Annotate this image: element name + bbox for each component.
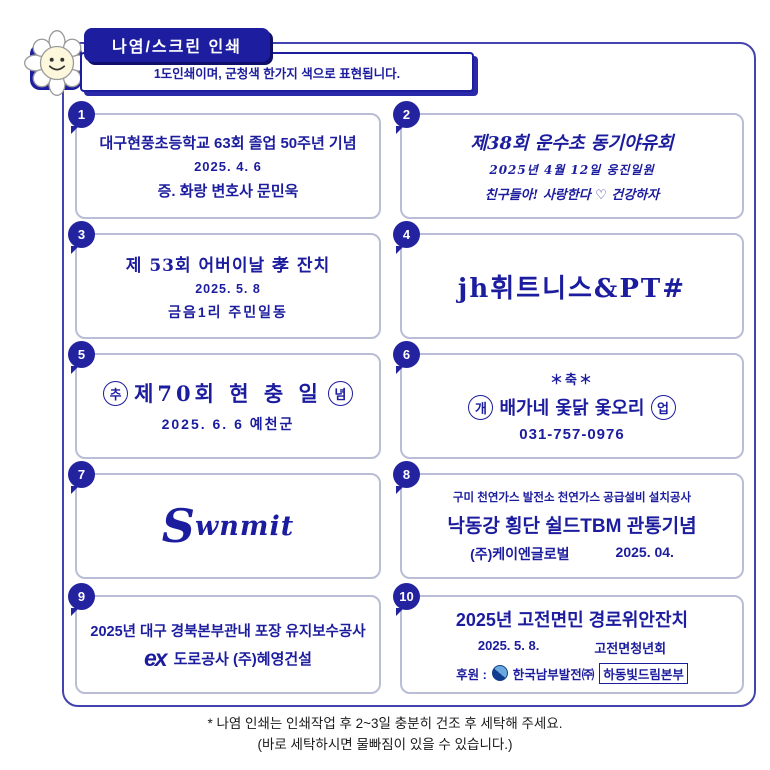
footer-line-2: (바로 세탁하시면 물빠짐이 있을 수 있습니다.) bbox=[257, 737, 513, 752]
sample-phone: 031-757-0976 bbox=[519, 426, 625, 443]
sample-line: 배가네 옻닭 옻오리 bbox=[499, 398, 645, 419]
sample-line: 2025. 4. 6 bbox=[194, 158, 262, 174]
sample-line: 2025. 04. bbox=[615, 543, 674, 560]
sample-line: 2025년 대구 경북본부관내 포장 유지보수공사 bbox=[90, 623, 366, 640]
sample-line: ＊축＊ bbox=[550, 372, 594, 387]
footer-note: * 나염 인쇄는 인쇄작업 후 2~3일 충분히 건조 후 세탁해 주세요. (… bbox=[0, 713, 770, 755]
sample-card-2: 2 제38회 운수초 동기야유회 2025년 4월 12일 웅진일원 친구들아!… bbox=[393, 101, 744, 219]
number-badge-10: 10 bbox=[393, 583, 420, 616]
sample-card-1: 1 대구현풍초등학교 63회 졸업 50주년 기념 2025. 4. 6 증. … bbox=[68, 101, 381, 219]
footer-line-1: * 나염 인쇄는 인쇄작업 후 2~3일 충분히 건조 후 세탁해 주세요. bbox=[207, 716, 563, 731]
sample-card-3: 3 제 53회 어버이날 孝 잔치 2025. 5. 8 금음1리 주민일동 bbox=[68, 221, 381, 339]
sample-org: 고전면청년회 bbox=[594, 640, 667, 656]
sample-line: jh휘트니스&PT# bbox=[457, 273, 687, 304]
sample-line: 금음1리 주민일동 bbox=[168, 303, 288, 320]
sample-line: 구미 천연가스 발전소 천연가스 공급설비 설치공사 bbox=[452, 491, 692, 504]
sample-card-6: 6 ＊축＊ 개 배가네 옻닭 옻오리 업 031-757-0976 bbox=[393, 341, 744, 459]
sample-card-8: 8 구미 천연가스 발전소 천연가스 공급설비 설치공사 낙동강 횡단 쉴드TB… bbox=[393, 461, 744, 579]
circled-char-end: 념 bbox=[327, 380, 353, 406]
sponsor-company: 한국남부발전㈜ bbox=[512, 667, 595, 682]
sample-card-9: 9 2025년 대구 경북본부관내 포장 유지보수공사 ex 도로공사 (주)혜… bbox=[68, 583, 381, 694]
sample-card-7: 7 S wnmit bbox=[68, 461, 381, 579]
sample-line: 제70회 현 충 일 bbox=[134, 381, 322, 406]
number-badge-9: 9 bbox=[68, 583, 95, 616]
sample-line: 2025년 4월 12일 웅진일원 bbox=[489, 163, 655, 177]
sponsor-dept: 하동빛드림본부 bbox=[599, 662, 688, 684]
number-badge-6: 6 bbox=[393, 341, 420, 374]
sample-line: 2025년 고전면민 경로위안잔치 bbox=[455, 609, 689, 630]
number-badge-2: 2 bbox=[393, 101, 420, 134]
sample-line: 2025. 5. 8 bbox=[195, 281, 261, 296]
number-badge-5: 5 bbox=[68, 341, 95, 374]
page-title: 나염/스크린 인쇄 bbox=[84, 28, 270, 62]
sample-line: 대구현풍초등학교 63회 졸업 50주년 기념 bbox=[99, 134, 357, 152]
sample-line: 증. 화랑 변호사 문민욱 bbox=[157, 182, 299, 200]
number-badge-7: 7 bbox=[68, 461, 95, 494]
sample-line: 제 53회 어버이날 孝 잔치 bbox=[125, 255, 331, 276]
logo-initial: S bbox=[161, 499, 196, 553]
knp-logo-icon bbox=[491, 665, 508, 681]
sample-line: (주)케이엔글로벌 bbox=[470, 545, 570, 562]
sample-card-10: 10 2025년 고전면민 경로위안잔치 2025. 5. 8. 고전면청년회 … bbox=[393, 583, 744, 694]
logo-text: wnmit bbox=[195, 510, 295, 542]
sample-line: 제38회 운수초 동기야유회 bbox=[470, 133, 674, 154]
sample-card-4: 4 jh휘트니스&PT# bbox=[393, 221, 744, 339]
sample-date: 2025. 5. 8. bbox=[477, 637, 540, 653]
sample-line: 도로공사 (주)혜영건설 bbox=[173, 650, 312, 668]
sample-card-5: 5 추 제70회 현 충 일 념 2025. 6. 6 예천군 bbox=[68, 341, 381, 459]
circled-char-end: 업 bbox=[650, 394, 676, 420]
sample-line: 친구들아! 사랑한다 ♡ 건강하자 bbox=[484, 188, 660, 203]
number-badge-8: 8 bbox=[393, 461, 420, 494]
number-badge-4: 4 bbox=[393, 221, 420, 254]
sample-line: 낙동강 횡단 쉴드TBM 관통기념 bbox=[447, 515, 697, 537]
number-badge-1: 1 bbox=[68, 101, 95, 134]
flower-smiley-icon bbox=[24, 30, 90, 96]
sample-line: 2025. 6. 6 예천군 bbox=[161, 416, 295, 432]
expressway-logo: ex bbox=[144, 644, 168, 671]
circled-char-start: 개 bbox=[468, 394, 494, 420]
circled-char-start: 추 bbox=[103, 380, 129, 406]
sponsor-label: 후원 : bbox=[456, 667, 487, 682]
number-badge-3: 3 bbox=[68, 221, 95, 254]
